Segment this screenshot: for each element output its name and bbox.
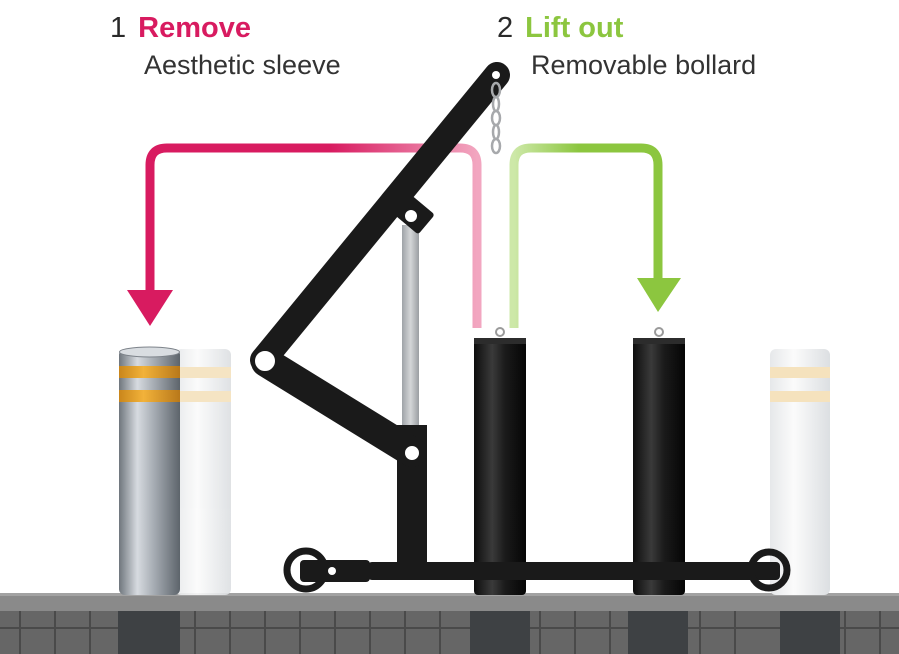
crane-support-pole (402, 225, 419, 435)
pivot-pin (403, 444, 421, 462)
chain-icon (490, 81, 502, 155)
crane-base (283, 425, 791, 593)
lift-out-arrow-icon (509, 143, 681, 328)
step-2-label: 2 Lift out Removable bollard (497, 14, 756, 79)
lifting-eye-icon (495, 327, 505, 337)
ghost-sleeve-right (770, 349, 830, 595)
pavement (0, 593, 899, 654)
crane-lower-arm (251, 347, 427, 467)
crane-boom (250, 62, 510, 373)
step-1-number: 1 (110, 12, 127, 44)
aesthetic-sleeve (119, 346, 180, 595)
pivot-pin (403, 208, 419, 224)
pivot-pin (253, 349, 277, 373)
step-2-object: Removable bollard (531, 50, 757, 80)
ghost-sleeve-left (175, 349, 231, 595)
step-1-object: Aesthetic sleeve (144, 50, 341, 80)
removable-bollard-lifting (474, 327, 526, 595)
lifting-eye-icon (654, 327, 664, 337)
pivot-pin (492, 71, 500, 79)
removable-bollard-destination (633, 327, 685, 595)
step-1-label: 1 Remove Aesthetic sleeve (110, 14, 341, 79)
step-1-action: Remove (138, 12, 251, 44)
step-2-action: Lift out (525, 12, 624, 44)
step-2-number: 2 (497, 12, 514, 44)
remove-arrow-icon (127, 143, 482, 328)
